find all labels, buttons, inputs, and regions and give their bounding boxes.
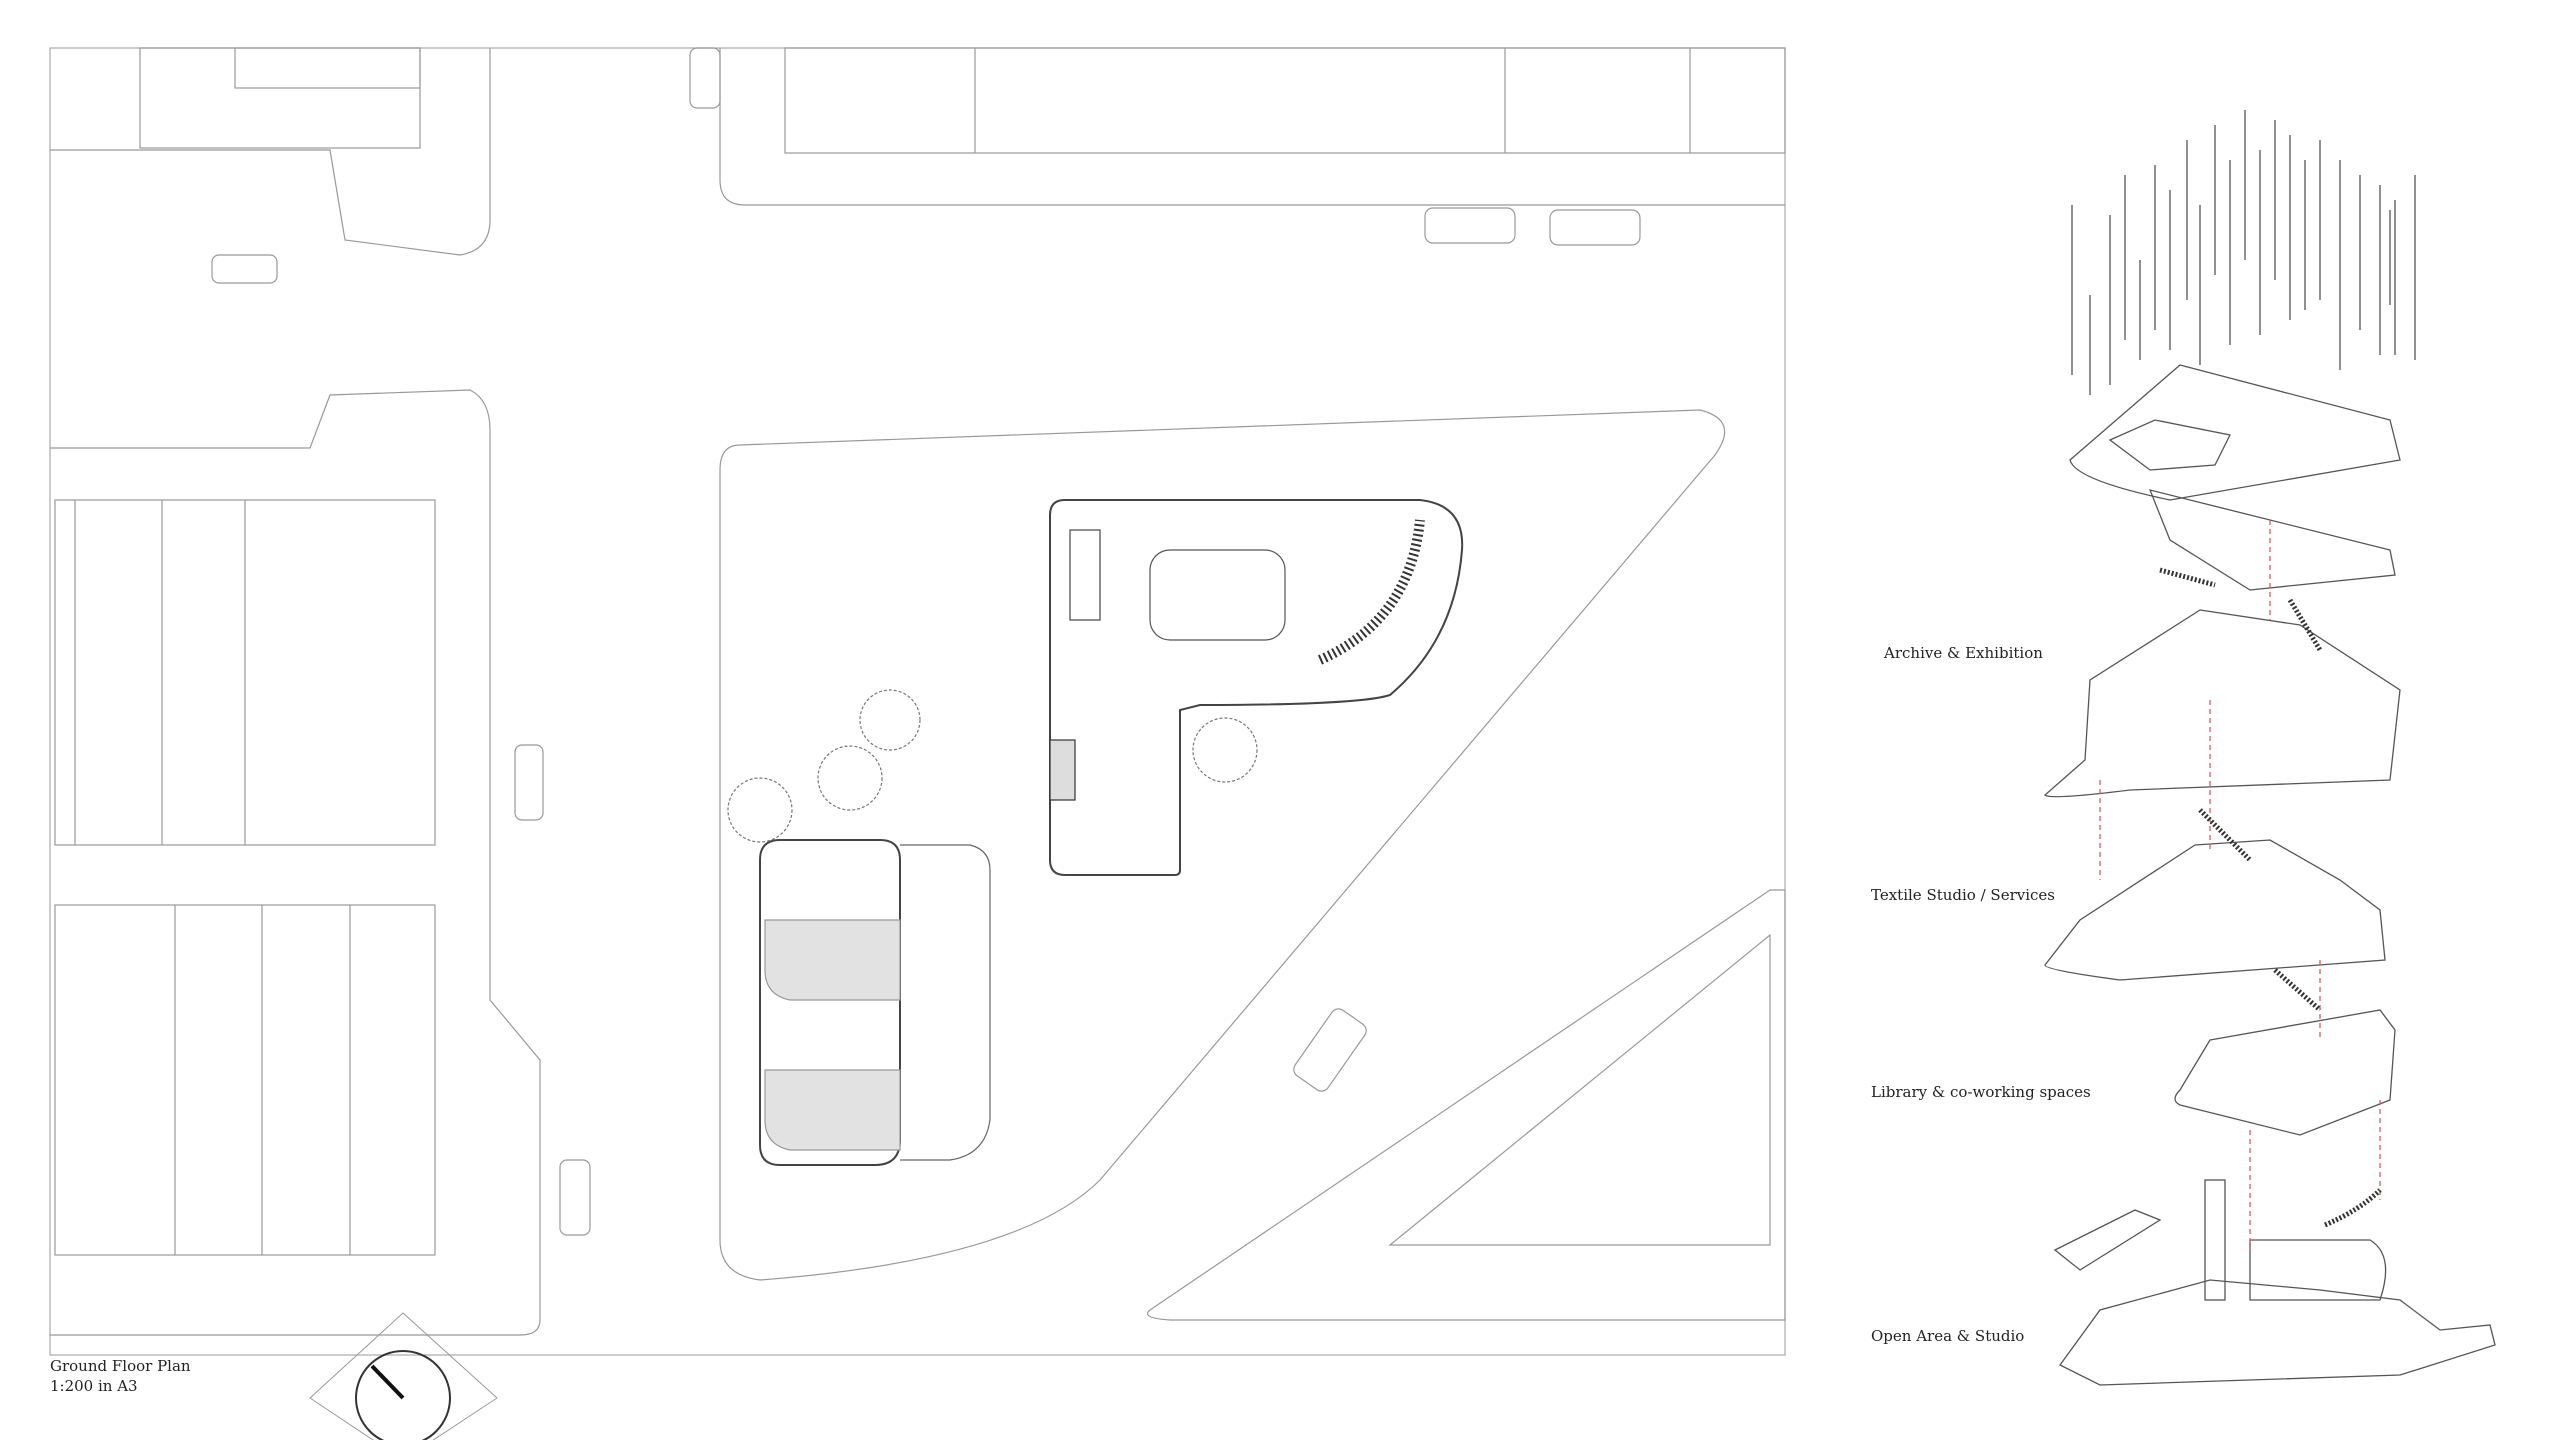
curved-stair <box>1317 519 1425 665</box>
main-building-outline <box>1049 499 1464 876</box>
stair <box>1049 739 1076 801</box>
roof-slab <box>2069 364 2401 501</box>
ground-level <box>2059 1279 2496 1386</box>
archive-upper <box>2148 489 2396 591</box>
level-label-textile: Textile Studio / Services <box>1871 886 2055 904</box>
connection-lines <box>2099 520 2381 1250</box>
site-boundary <box>719 409 1726 1281</box>
building-block <box>234 47 421 89</box>
lower-building-outline <box>759 839 901 1166</box>
archive-level <box>2044 609 2401 798</box>
building-block <box>1388 933 1771 1246</box>
core-tower <box>2204 1179 2226 1301</box>
tree <box>817 745 883 811</box>
plan-title: Ground Floor Plan <box>50 1357 191 1375</box>
plan-caption: Ground Floor Plan 1:200 in A3 <box>50 1356 191 1396</box>
level-label-open-area: Open Area & Studio <box>1871 1327 2025 1345</box>
tree <box>859 689 921 751</box>
car <box>1293 1008 1367 1092</box>
car <box>514 744 544 821</box>
roof-columns <box>2071 110 2416 395</box>
central-void <box>1149 549 1286 641</box>
building-block <box>139 47 421 149</box>
building-block <box>784 47 1786 154</box>
car <box>211 254 278 284</box>
car <box>689 47 721 109</box>
site-plan <box>49 47 1786 1356</box>
level-label-library: Library & co-working spaces <box>1871 1083 2091 1101</box>
tree <box>727 777 793 843</box>
tree <box>1192 717 1258 783</box>
street-curb <box>50 48 491 256</box>
street-curb <box>719 48 1785 206</box>
north-arrow-icon <box>309 1312 498 1440</box>
exploded-axonometric <box>2044 110 2496 1386</box>
plan-scale: 1:200 in A3 <box>50 1377 138 1395</box>
street-curb <box>50 389 541 1336</box>
library-level <box>2174 1009 2396 1136</box>
lower-building-outline <box>900 844 991 1161</box>
site-boundary <box>1146 889 1786 1321</box>
stair <box>1069 529 1101 621</box>
textile-level <box>2044 839 2386 981</box>
car <box>559 1159 591 1236</box>
plan-frame <box>49 47 1786 1356</box>
car <box>1424 207 1516 244</box>
building-block <box>54 904 436 1256</box>
level-label-archive: Archive & Exhibition <box>1884 644 2043 662</box>
car <box>1549 209 1641 246</box>
